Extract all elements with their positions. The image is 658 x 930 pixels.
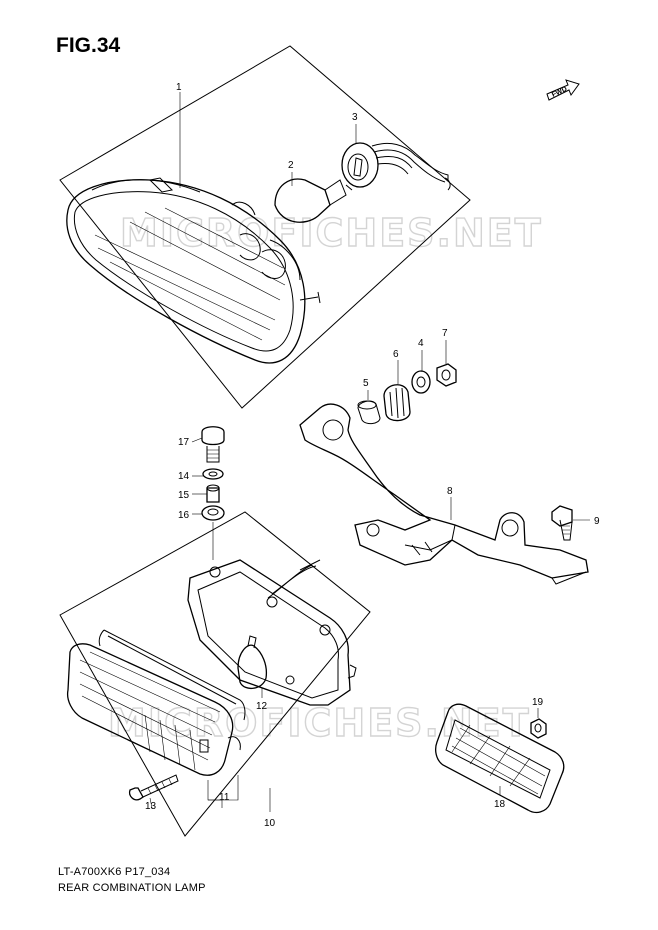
screw-part-13: [128, 774, 179, 801]
watermark-lower: MICROFICHES.NET: [108, 701, 531, 745]
callout-2: 2: [288, 160, 294, 171]
bolt-part-9: [551, 505, 573, 541]
figure-code: LT-A700XK6 P17_034: [58, 866, 171, 878]
bolt-part-17: [201, 426, 225, 463]
washer-part-14: [202, 468, 224, 480]
callout-1: 1: [176, 82, 182, 93]
callout-16: 16: [178, 510, 190, 521]
combination-lamp-housing: [187, 559, 357, 706]
fwd-arrow-icon: FWD: [546, 79, 580, 101]
callout-12: 12: [256, 701, 268, 712]
lower-assembly-box: [59, 511, 371, 837]
washer-part-4: [411, 370, 431, 394]
fwd-label: FWD: [551, 86, 568, 99]
callout-labels: 1 2 3 4 5 6 7 8 9 10 11 12 13 14 15 16 1…: [145, 82, 600, 829]
lens-part-11: [66, 629, 246, 776]
callout-7: 7: [442, 328, 448, 339]
leader-lines: [149, 92, 590, 812]
callout-15: 15: [178, 490, 190, 501]
watermark-upper: MICROFICHES.NET: [120, 211, 543, 255]
bulb-part-2: [274, 178, 353, 223]
upper-assembly-box: [59, 45, 471, 409]
callout-6: 6: [393, 349, 399, 360]
callout-13: 13: [145, 801, 157, 812]
callout-14: 14: [178, 471, 190, 482]
callout-10: 10: [264, 818, 276, 829]
nut-part-7: [436, 363, 457, 387]
callout-11: 11: [219, 792, 230, 803]
socket-part-3: [341, 142, 451, 191]
callout-3: 3: [352, 112, 358, 123]
figure-title: FIG.34: [56, 34, 121, 57]
callout-4: 4: [418, 338, 424, 349]
guide-line-11: [207, 775, 239, 801]
callout-18: 18: [494, 799, 506, 810]
reflector-part-18: [435, 703, 565, 814]
nut-part-19: [530, 718, 547, 739]
callout-5: 5: [363, 378, 369, 389]
bracket-part-8: [299, 403, 589, 585]
bulb-part-12: [237, 635, 268, 689]
callout-19: 19: [532, 697, 544, 708]
tail-lamp-housing: [66, 177, 321, 364]
grommet-part-16: [201, 505, 225, 521]
callout-8: 8: [447, 486, 453, 497]
bushing-part-6: [383, 384, 411, 422]
collar-part-15: [206, 484, 220, 503]
figure-name: REAR COMBINATION LAMP: [58, 882, 206, 894]
collar-part-5: [357, 400, 381, 425]
callout-9: 9: [594, 516, 600, 527]
callout-17: 17: [178, 437, 190, 448]
